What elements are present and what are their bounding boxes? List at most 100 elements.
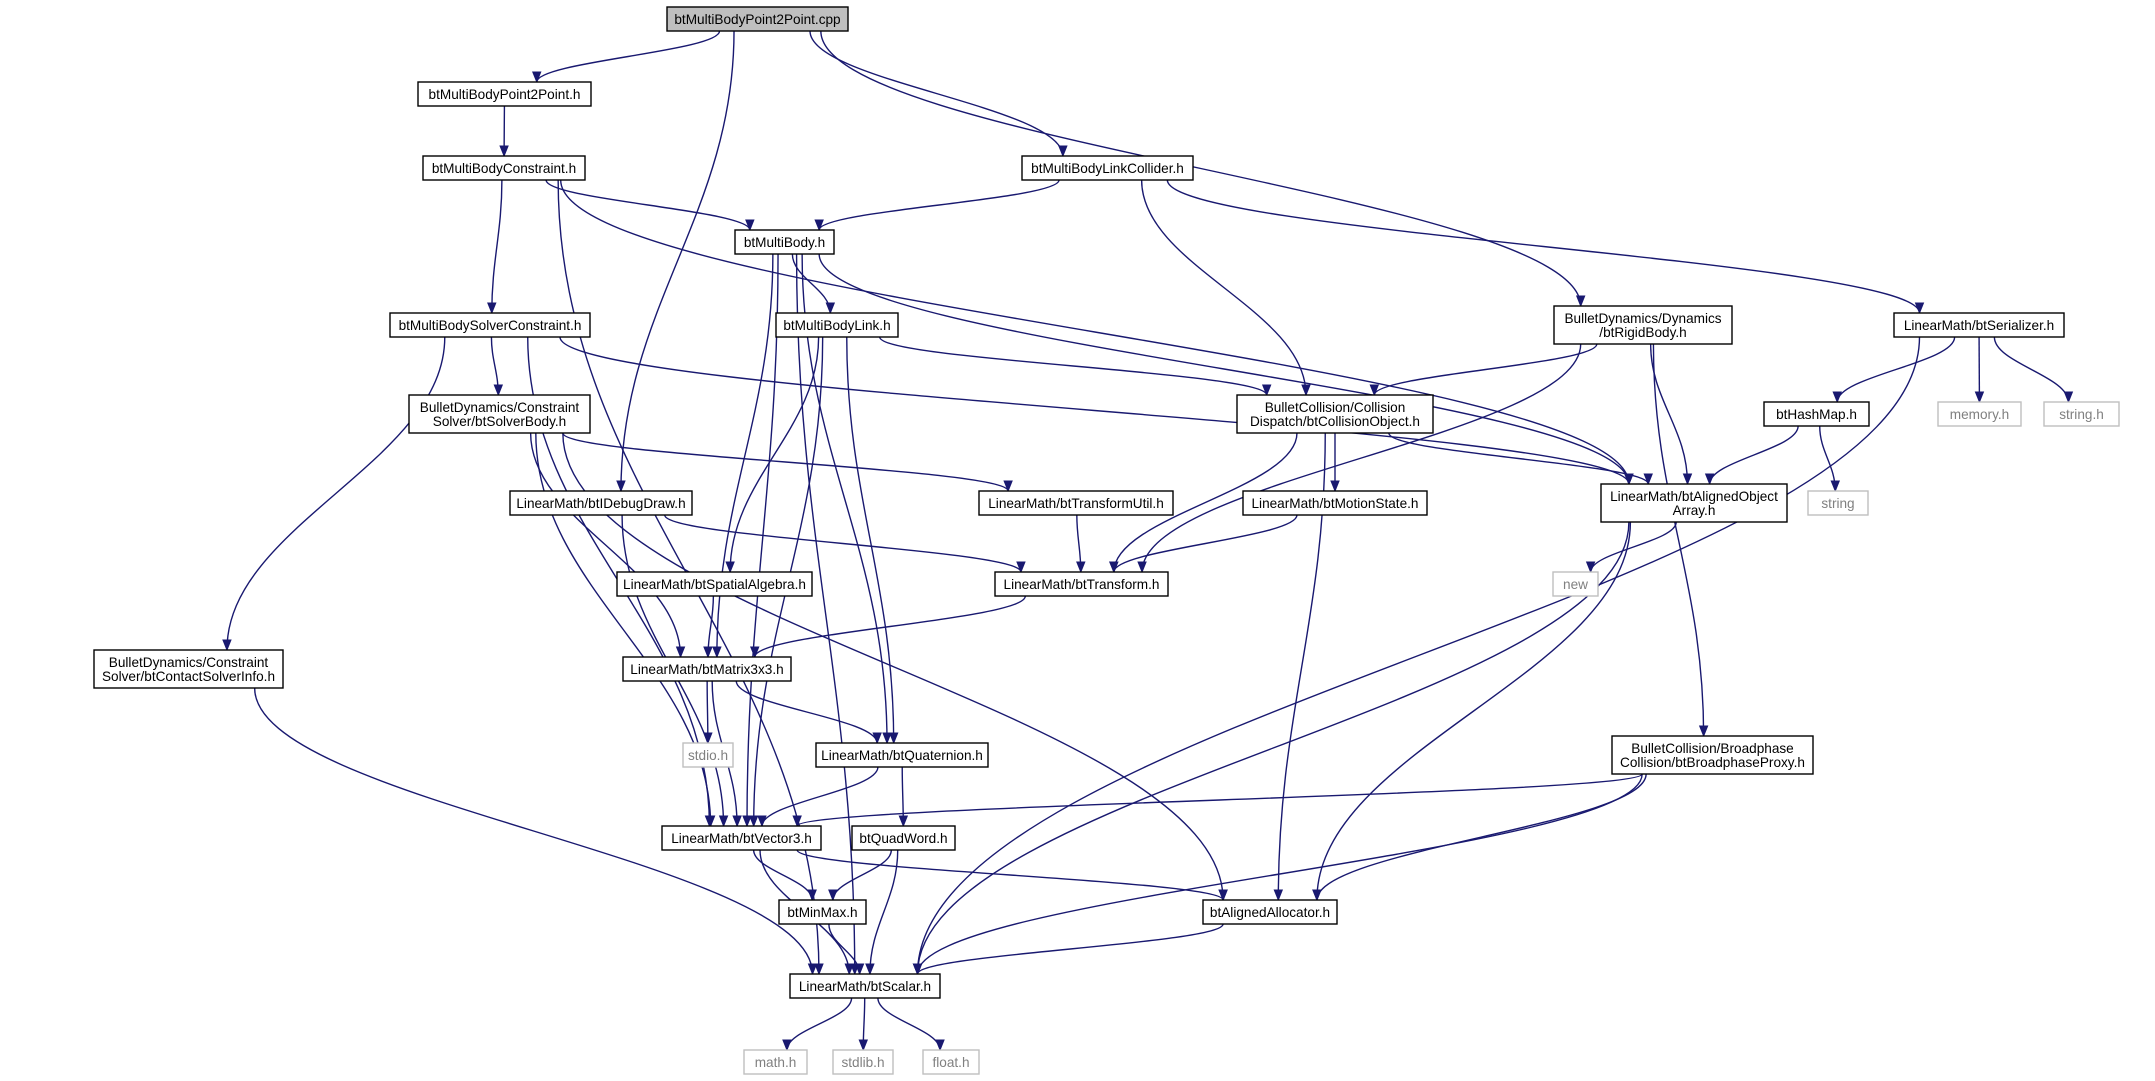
node-label: LinearMath/btIDebugDraw.h <box>516 496 685 511</box>
node-spatialalgebra-h[interactable]: LinearMath/btSpatialAlgebra.h <box>616 571 813 597</box>
node-solverconstraint-h[interactable]: btMultiBodySolverConstraint.h <box>389 312 591 338</box>
edge-quadword_h-to-minmax_h <box>832 849 893 901</box>
edge-collisionobject_h-to-alignedobjectarray_h <box>1388 432 1649 485</box>
edge-serializer_h-to-string_h <box>1993 336 2070 403</box>
node-box <box>622 656 792 682</box>
edge-multibody_h-to-alignedobjectarray_h <box>818 253 1630 485</box>
node-label: math.h <box>755 1055 797 1070</box>
arrowhead-matrix3x3_h-to-vector3_h <box>732 815 742 828</box>
node-box <box>775 312 899 338</box>
node-label: Array.h <box>1673 503 1716 518</box>
node-constraint-h[interactable]: btMultiBodyConstraint.h <box>422 155 586 181</box>
node-transform-h[interactable]: LinearMath/btTransform.h <box>994 571 1169 597</box>
node-box <box>93 649 284 689</box>
node-box <box>994 571 1169 597</box>
node-box <box>616 571 813 597</box>
edge-multibodylink_h-to-spatialalgebra_h <box>729 336 820 573</box>
edge-scalar_h-to-float_h <box>877 997 941 1051</box>
node-label: Collision/btBroadphaseProxy.h <box>1620 755 1805 770</box>
node-string-h: string.h <box>2043 401 2120 427</box>
node-transformutil-h[interactable]: LinearMath/btTransformUtil.h <box>978 490 1174 516</box>
node-solverbody-h[interactable]: BulletDynamics/ConstraintSolver/btSolver… <box>408 394 591 434</box>
node-motionstate-h[interactable]: LinearMath/btMotionState.h <box>1242 490 1428 516</box>
edge-root-to-rigidbody_h <box>820 30 1582 307</box>
edge-root-to-idebugdraw_h <box>620 30 735 492</box>
arrowhead-serializer_h-to-memory_h <box>1974 391 1985 404</box>
node-label: LinearMath/btScalar.h <box>799 979 931 994</box>
node-broadphaseproxy-h[interactable]: BulletCollision/BroadphaseCollision/btBr… <box>1611 735 1814 775</box>
arrowhead-rigidbody_h-to-collisionobject_h <box>1369 384 1380 397</box>
node-alignedallocator-h[interactable]: btAlignedAllocator.h <box>1202 899 1338 925</box>
node-vector3-h[interactable]: LinearMath/btVector3.h <box>661 825 822 851</box>
node-label: btMultiBodyPoint2Point.cpp <box>674 12 840 27</box>
edge-multibodylink_h-to-collisionobject_h <box>879 336 1268 396</box>
node-box <box>417 81 592 107</box>
node-box <box>789 973 941 999</box>
node-collisionobject-h[interactable]: BulletCollision/CollisionDispatch/btColl… <box>1236 394 1434 434</box>
node-box <box>1242 490 1428 516</box>
arrowhead-solverbody_h-to-vector3_h <box>705 815 716 828</box>
arrowhead-broadphaseproxy_h-to-alignedallocator_h <box>1312 889 1322 902</box>
node-quadword-h[interactable]: btQuadWord.h <box>851 825 956 851</box>
edge-serializer_h-to-hashmap_h <box>1836 336 1956 403</box>
node-label: float.h <box>932 1055 969 1070</box>
arrowhead-quaternion_h-to-vector3_h <box>757 815 767 828</box>
arrowhead-multibodylink_h-to-quaternion_h <box>888 732 899 745</box>
node-label: LinearMath/btAlignedObject <box>1610 489 1778 504</box>
arrowhead-vector3_h-to-minmax_h <box>807 889 817 902</box>
arrowhead-multibodylink_h-to-spatialalgebra_h <box>725 561 735 574</box>
arrowhead-quadword_h-to-minmax_h <box>828 889 838 902</box>
edge-quaternion_h-to-vector3_h <box>761 766 879 827</box>
edge-vector3_h-to-alignedallocator_h <box>796 849 1224 901</box>
edge-constraint_h-to-solverconstraint_h <box>491 179 503 314</box>
arrowhead-spatialalgebra_h-to-matrix3x3_h <box>703 646 713 659</box>
node-matrix3x3-h[interactable]: LinearMath/btMatrix3x3.h <box>622 656 792 682</box>
node-p2p-h[interactable]: btMultiBodyPoint2Point.h <box>417 81 592 107</box>
node-memory-h: memory.h <box>1937 401 2022 427</box>
node-label: Dispatch/btCollisionObject.h <box>1250 414 1420 429</box>
node-new: new <box>1552 571 1599 597</box>
edge-multibody_h-to-vector3_h <box>746 253 779 827</box>
node-box <box>1763 401 1870 427</box>
arrowhead-hashmap_h-to-alignedobjectarray_h <box>1704 473 1715 486</box>
node-quaternion-h[interactable]: LinearMath/btQuaternion.h <box>815 742 989 768</box>
arrowhead-solverconstraint_h-to-solverbody_h <box>493 384 504 397</box>
node-box <box>922 1049 980 1075</box>
node-label: btQuadWord.h <box>859 831 947 846</box>
node-label: btMinMax.h <box>787 905 857 920</box>
arrowhead-solverconstraint_h-to-contactsolverinfo_h <box>222 639 232 652</box>
edge-multibody_h-to-scalar_h <box>795 253 856 975</box>
arrowhead-collisionobject_h-to-motionstate_h <box>1330 480 1340 493</box>
node-scalar-h[interactable]: LinearMath/btScalar.h <box>789 973 941 999</box>
arrowhead-constraint_h-to-scalar_h <box>814 963 824 976</box>
node-label: LinearMath/btMotionState.h <box>1251 496 1418 511</box>
node-label: string <box>1821 496 1854 511</box>
node-linkcollider-h[interactable]: btMultiBodyLinkCollider.h <box>1021 155 1194 181</box>
node-serializer-h[interactable]: LinearMath/btSerializer.h <box>1893 312 2065 338</box>
node-label: LinearMath/btTransformUtil.h <box>988 496 1164 511</box>
node-rigidbody-h[interactable]: BulletDynamics/Dynamics/btRigidBody.h <box>1553 305 1733 345</box>
arrowhead-collisionobject_h-to-alignedallocator_h <box>1273 889 1284 902</box>
node-label: Solver/btContactSolverInfo.h <box>102 669 275 684</box>
edge-broadphaseproxy_h-to-vector3_h <box>796 773 1643 827</box>
edge-idebugdraw_h-to-transform_h <box>664 514 1022 573</box>
node-box <box>1021 155 1194 181</box>
node-multibody-h[interactable]: btMultiBody.h <box>734 229 835 255</box>
arrowhead-constraint_h-to-multibody_h <box>745 219 755 232</box>
node-label: stdio.h <box>688 748 728 763</box>
arrowhead-root-to-p2p_h <box>532 71 542 84</box>
node-hashmap-h[interactable]: btHashMap.h <box>1763 401 1870 427</box>
node-root[interactable]: btMultiBodyPoint2Point.cpp <box>666 6 849 32</box>
edge-rigidbody_h-to-alignedobjectarray_h <box>1649 343 1689 485</box>
edge-constraint_h-to-multibody_h <box>545 179 751 231</box>
node-idebugdraw-h[interactable]: LinearMath/btIDebugDraw.h <box>509 490 693 516</box>
node-multibodylink-h[interactable]: btMultiBodyLink.h <box>775 312 899 338</box>
arrowhead-contactsolverinfo_h-to-scalar_h <box>807 963 818 976</box>
node-minmax-h[interactable]: btMinMax.h <box>778 899 867 925</box>
node-box <box>743 1049 808 1075</box>
edge-quadword_h-to-scalar_h <box>869 849 899 975</box>
node-contactsolverinfo-h[interactable]: BulletDynamics/ConstraintSolver/btContac… <box>93 649 284 689</box>
arrowhead-idebugdraw_h-to-transform_h <box>1016 561 1026 574</box>
node-box <box>815 742 989 768</box>
